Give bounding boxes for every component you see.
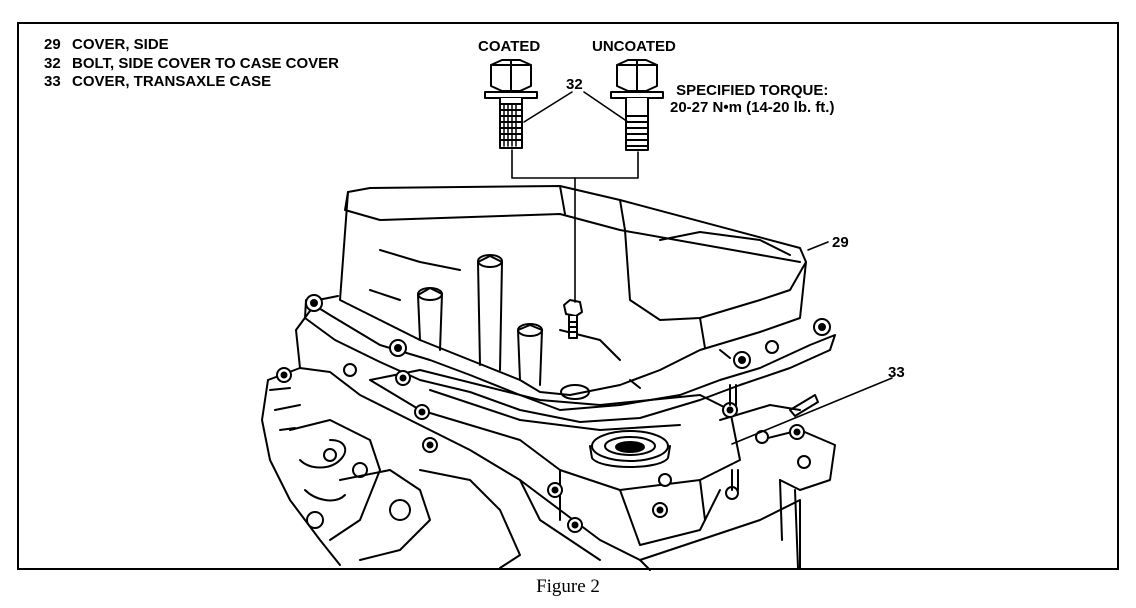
figure-caption: Figure 2 xyxy=(536,576,600,597)
legend-text: COVER, TRANSAXLE CASE xyxy=(72,73,272,90)
torque-spec: SPECIFIED TORQUE: 20-27 N•m (14-20 lb. f… xyxy=(670,82,834,116)
callout-29: 29 xyxy=(832,234,849,251)
coated-label: COATED xyxy=(478,38,541,55)
callout-33: 33 xyxy=(888,364,905,381)
perimeter-bolts xyxy=(276,294,831,533)
studs xyxy=(729,384,819,491)
side-cover-29 xyxy=(304,185,836,423)
legend-number: 33 xyxy=(44,73,61,90)
torque-value: 20-27 N•m (14-20 lb. ft.) xyxy=(670,99,835,116)
uncoated-label: UNCOATED xyxy=(592,38,676,55)
legend-text: BOLT, SIDE COVER TO CASE COVER xyxy=(72,54,339,72)
torque-title: SPECIFIED TORQUE: xyxy=(676,82,829,99)
legend-item-33: 33 COVER, TRANSAXLE CASE xyxy=(44,73,339,92)
installed-bolt-32 xyxy=(563,299,583,339)
legend-item-29: 29 COVER, SIDE xyxy=(44,36,339,55)
parts-legend: 29 COVER, SIDE 32 BOLT, SIDE COVER TO CASE… xyxy=(44,36,339,92)
legend-text: COVER, SIDE xyxy=(72,36,169,53)
legend-item-32: 32 BOLT, SIDE COVER TO CASE COVER xyxy=(44,55,339,74)
figure-frame xyxy=(17,22,1119,570)
callout-leaders xyxy=(511,91,893,445)
case-cover-33 xyxy=(369,369,741,561)
coated-bolt-icon xyxy=(484,59,538,149)
legend-number: 32 xyxy=(44,54,61,72)
uncoated-bolt-icon xyxy=(610,59,664,151)
callout-32: 32 xyxy=(566,76,583,93)
transaxle-case xyxy=(261,295,836,571)
legend-number: 29 xyxy=(44,36,61,53)
